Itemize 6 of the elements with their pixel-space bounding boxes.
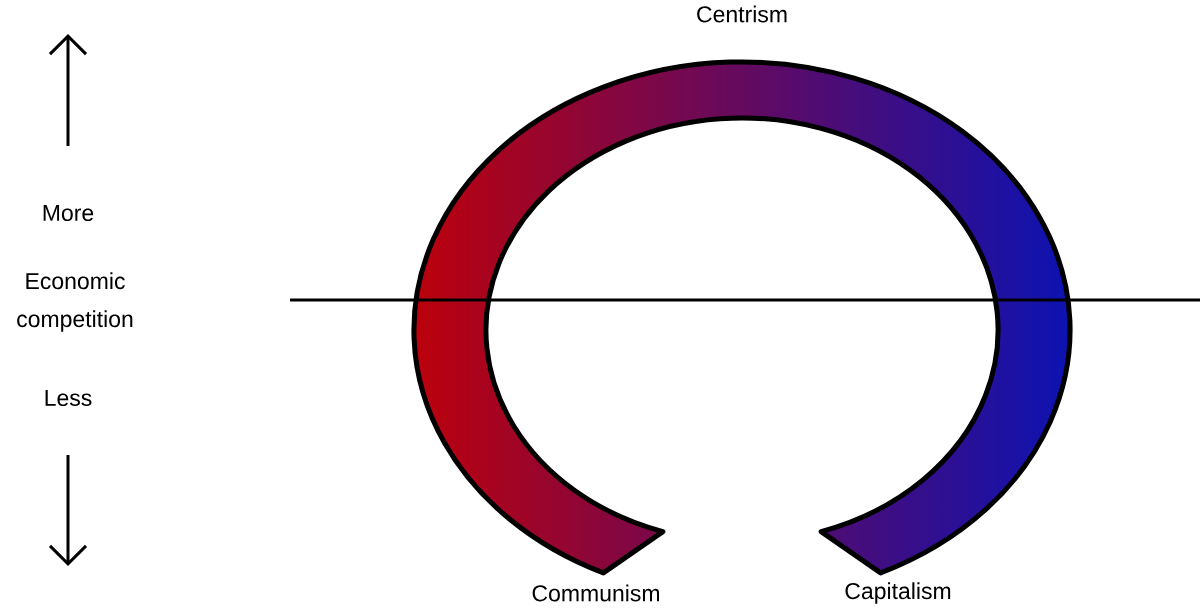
- band-label: Communism: [532, 584, 659, 602]
- axis-label: Economic competition: [17, 272, 133, 332]
- axis-label: Less: [45, 390, 92, 406]
- axis-label: More: [43, 205, 94, 221]
- band-label: Centrism: [697, 5, 787, 23]
- band-label: Capitalism: [845, 582, 951, 604]
